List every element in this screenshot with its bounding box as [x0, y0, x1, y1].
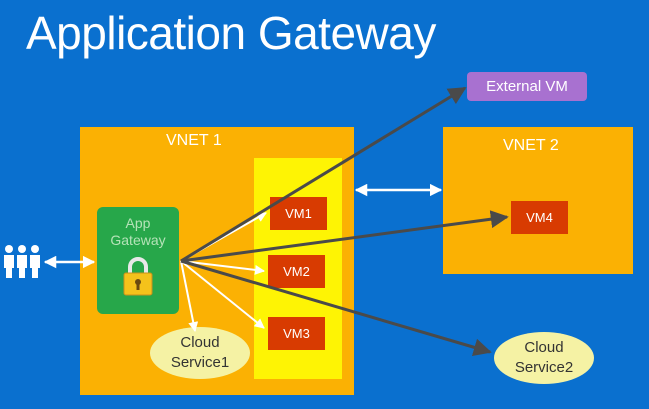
- cloud-service2-line2: Service2: [514, 359, 574, 376]
- app-gateway-label-line1: App: [125, 215, 151, 231]
- gateway-to-cloud2-arrow: [180, 259, 492, 357]
- external-vm-box[interactable]: External VM: [467, 72, 587, 101]
- vm2-box[interactable]: VM2: [268, 255, 325, 288]
- gateway-to-cloud1-arrow: [180, 260, 199, 332]
- cloud-service1-line1: Cloud: [180, 334, 220, 351]
- cloud-service1-line2: Service1: [170, 354, 230, 371]
- gateway-to-vm2-arrow: [180, 260, 265, 275]
- users-icon: [4, 245, 40, 278]
- vm4-box[interactable]: VM4: [511, 201, 568, 234]
- app-gateway-label: App Gateway: [97, 215, 179, 249]
- gateway-to-vm3-arrow: [180, 260, 265, 329]
- cloud-service2[interactable]: Cloud Service2: [494, 332, 594, 384]
- vnet2-box: VNET 2 VM4: [443, 127, 633, 274]
- app-gateway-box[interactable]: App Gateway: [97, 207, 179, 314]
- vm3-box[interactable]: VM3: [268, 317, 325, 350]
- cloud-service1[interactable]: Cloud Service1: [150, 327, 250, 379]
- app-gateway-label-line2: Gateway: [110, 232, 166, 248]
- gateway-to-vm4-arrow: [180, 210, 509, 263]
- page-title: Application Gateway: [26, 7, 436, 59]
- cloud-service2-line1: Cloud: [524, 339, 564, 356]
- padlock-icon: [123, 257, 153, 296]
- vnet2-label: VNET 2: [503, 137, 559, 154]
- gateway-to-external-vm-arrow: [180, 86, 467, 263]
- vnet1-label: VNET 1: [166, 132, 222, 149]
